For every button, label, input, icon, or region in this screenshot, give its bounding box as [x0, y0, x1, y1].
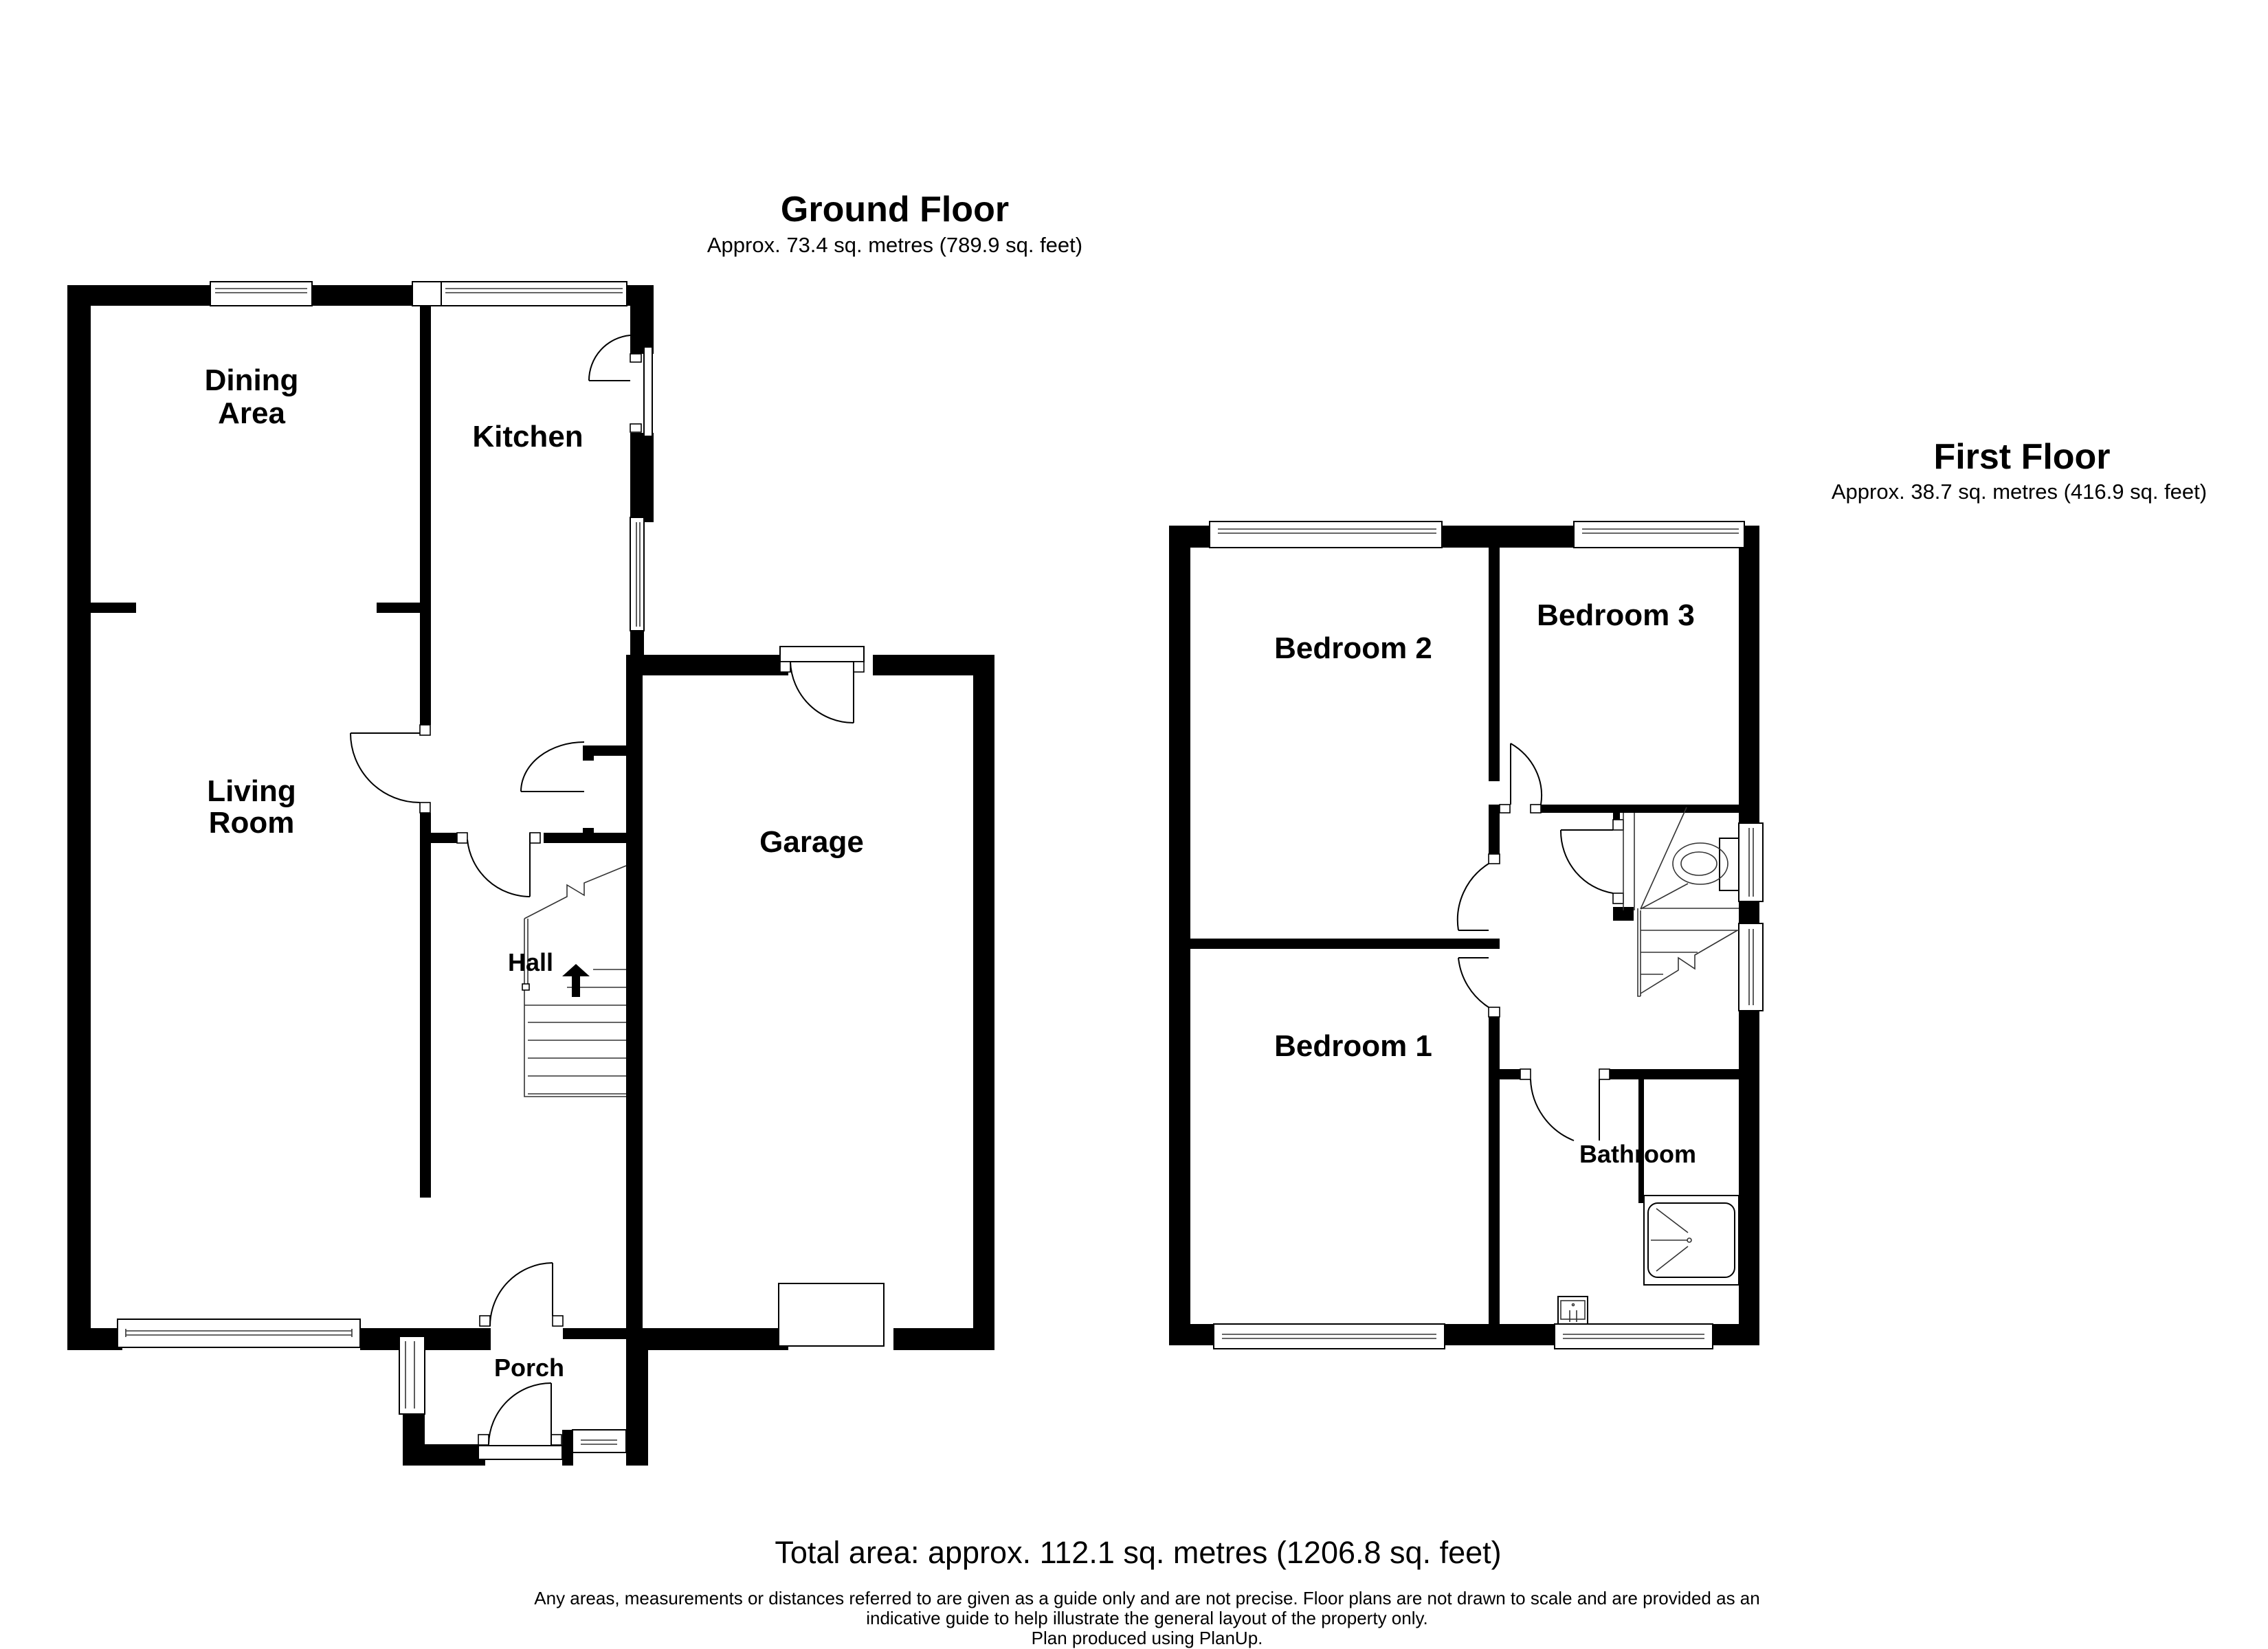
window-wc	[1738, 822, 1764, 902]
first-floor-title: First Floor	[1933, 437, 2110, 477]
basin-icon	[1557, 1296, 1588, 1325]
window-bedroom2	[1209, 521, 1443, 548]
label-living-room-1: Living	[207, 774, 296, 808]
window-dining	[210, 281, 313, 306]
first-floor-area: Approx. 38.7 sq. metres (416.9 sq. feet)	[1832, 480, 2207, 504]
first-floor-plan: Bedroom 2 Bedroom 3 Bedroom 1 Bathroom	[1169, 521, 1764, 1349]
label-porch: Porch	[494, 1354, 564, 1382]
label-dining-area-1: Dining	[205, 363, 299, 397]
window-kitchen-side	[630, 517, 645, 631]
label-hall: Hall	[508, 948, 553, 976]
label-bedroom2: Bedroom 2	[1274, 631, 1432, 665]
door-bedroom1	[1458, 957, 1500, 1018]
window-kitchen-top	[412, 281, 627, 306]
window-porch-side	[399, 1336, 425, 1415]
toilet-icon	[1672, 838, 1739, 891]
window-bedroom1	[1213, 1323, 1445, 1349]
disclaimer-line-3: Plan produced using PlanUp.	[1032, 1628, 1263, 1648]
shower-icon	[1643, 1195, 1739, 1286]
door-bedroom2	[1456, 853, 1500, 931]
label-kitchen: Kitchen	[472, 420, 583, 453]
door-cupboard	[520, 741, 585, 792]
door-kitchen-hall	[456, 832, 541, 897]
window-porch-front	[572, 1429, 627, 1453]
window-landing	[1738, 923, 1764, 1011]
door-kitchen-back	[588, 335, 653, 437]
label-living-room-2: Room	[209, 806, 295, 840]
stair-up-arrow-icon	[562, 964, 590, 997]
label-garage: Garage	[759, 825, 864, 859]
label-dining-area-2: Area	[218, 396, 285, 430]
window-bathroom	[1554, 1323, 1713, 1349]
garage-door	[778, 1283, 885, 1347]
door-wc	[1559, 819, 1624, 904]
label-bathroom: Bathroom	[1579, 1140, 1696, 1168]
disclaimer-line-2: indicative guide to help illustrate the …	[866, 1608, 1428, 1628]
door-bathroom	[1520, 1068, 1610, 1141]
disclaimer-line-1: Any areas, measurements or distances ref…	[534, 1588, 1759, 1608]
ground-floor-title: Ground Floor	[781, 190, 1009, 229]
door-living-hall	[350, 724, 431, 814]
stairs-first	[1637, 807, 1739, 997]
door-garage-rear	[779, 646, 865, 723]
ground-floor-plan: Dining Area Kitchen Living Room Hall Gar…	[67, 281, 994, 1466]
label-bedroom1: Bedroom 1	[1274, 1029, 1432, 1063]
door-bedroom3	[1499, 743, 1543, 814]
total-area: Total area: approx. 112.1 sq. metres (12…	[775, 1535, 1501, 1570]
door-porch-hall	[479, 1262, 564, 1327]
ground-floor-area: Approx. 73.4 sq. metres (789.9 sq. feet)	[707, 233, 1082, 257]
window-living-front	[117, 1319, 361, 1348]
window-bedroom3	[1573, 521, 1745, 548]
stairs-ground	[522, 865, 627, 1097]
label-bedroom3: Bedroom 3	[1537, 598, 1695, 632]
door-front	[478, 1382, 563, 1460]
